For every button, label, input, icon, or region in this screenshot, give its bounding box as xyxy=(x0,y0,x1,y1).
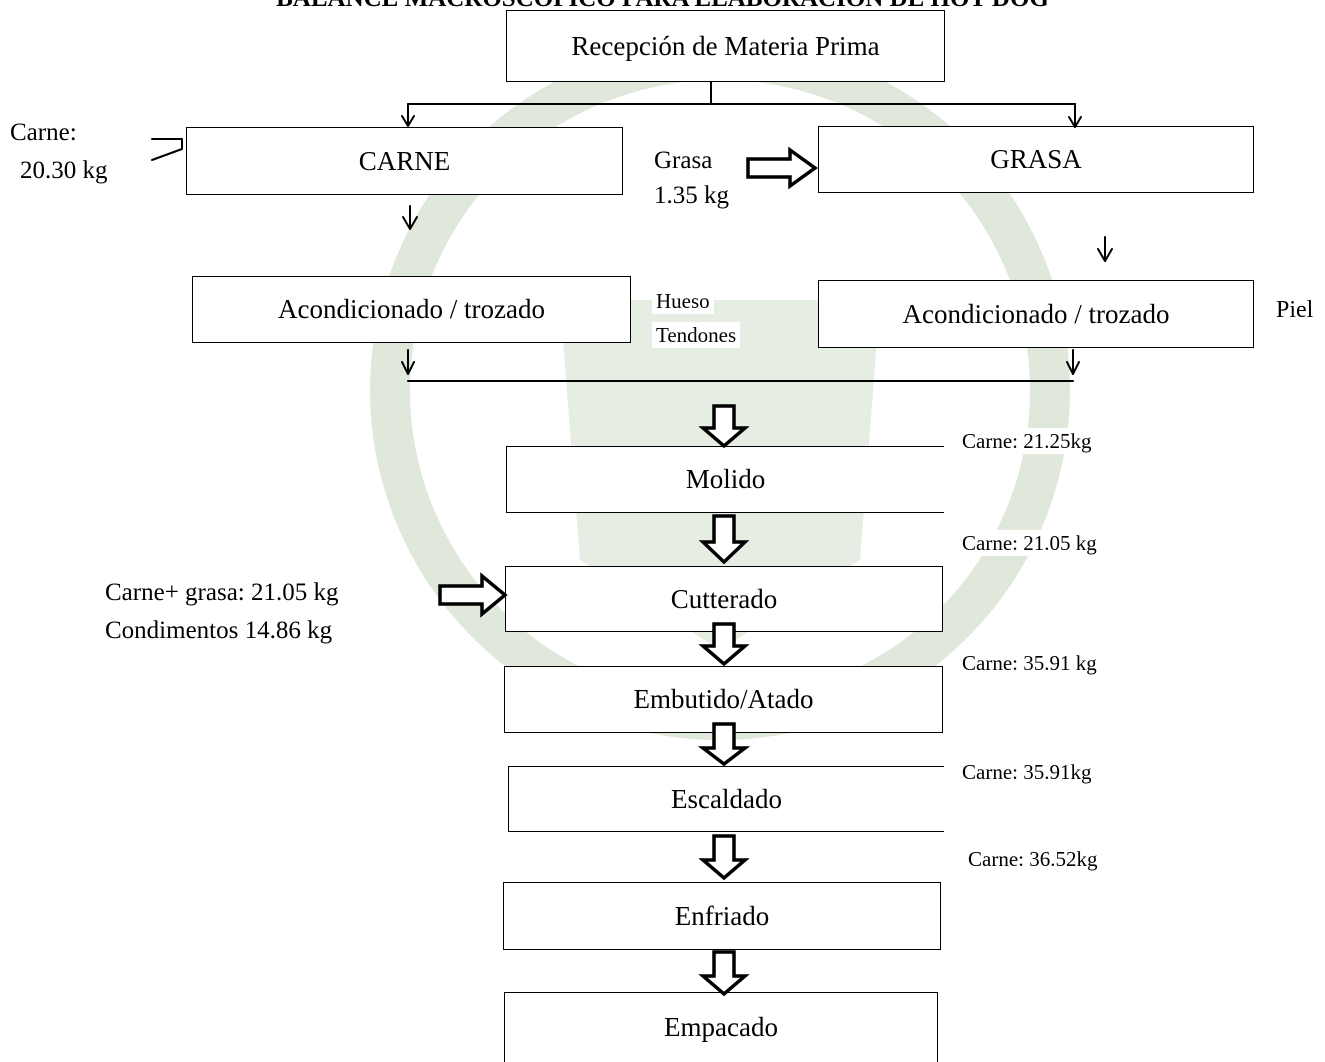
balance-enfriado: Carne: 36.52kg xyxy=(964,846,1102,872)
step-molido: Molido xyxy=(506,446,944,513)
step-enfriado: Enfriado xyxy=(503,882,941,950)
step-grasa: GRASA xyxy=(818,126,1254,193)
step-empacado: Empacado xyxy=(504,992,938,1062)
output-hueso: Hueso xyxy=(652,288,714,314)
balance-cutterado: Carne: 21.05 kg xyxy=(958,530,1101,556)
step-recepcion: Recepción de Materia Prima xyxy=(506,10,945,82)
output-piel: Piel xyxy=(1276,297,1314,323)
step-embutido: Embutido/Atado xyxy=(504,666,943,733)
step-carne: CARNE xyxy=(186,127,623,195)
output-tendones: Tendones xyxy=(652,322,741,348)
step-escaldado: Escaldado xyxy=(508,766,944,832)
step-acondicionado-grasa: Acondicionado / trozado xyxy=(818,280,1254,348)
balance-molido: Carne: 21.25kg xyxy=(958,428,1096,454)
input-cutter-line1: Carne+ grasa: 21.05 kg xyxy=(105,579,339,606)
input-carne-value: 20.30 kg xyxy=(20,157,108,184)
diagram-title: BALANCE MACROSCÓPICO PARA ELABORACIÓN DE… xyxy=(0,0,1325,14)
input-grasa-label: Grasa xyxy=(650,146,717,175)
balance-escaldado: Carne: 35.91kg xyxy=(958,759,1096,785)
input-grasa-value: 1.35 kg xyxy=(650,181,733,210)
input-cutter-line2: Condimentos 14.86 kg xyxy=(105,617,333,644)
input-carne-label: Carne: xyxy=(10,119,77,146)
balance-embutido: Carne: 35.91 kg xyxy=(958,650,1101,676)
step-acondicionado-carne: Acondicionado / trozado xyxy=(192,276,631,343)
